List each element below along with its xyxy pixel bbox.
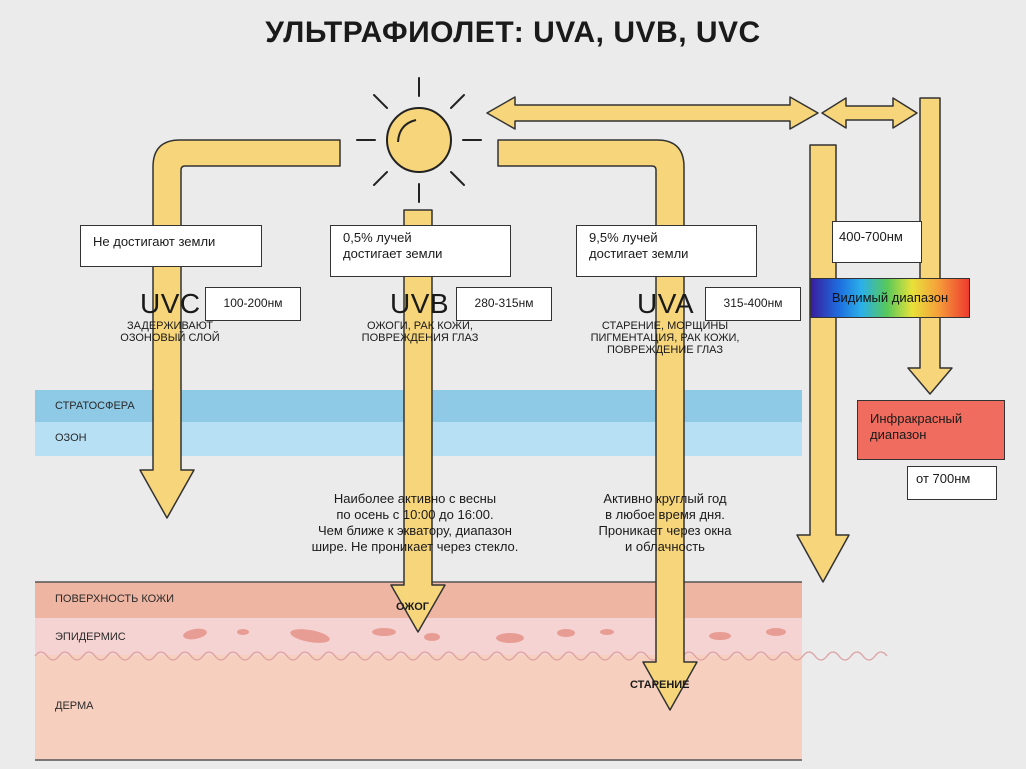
uvb-range: 280-315нм <box>474 296 534 310</box>
uvc-range-box: 100-200нм <box>205 287 301 321</box>
uvc-effect-line2: ОЗОНОВЫЙ СЛОЙ <box>120 332 220 344</box>
uva-note-line3: Проникает через окна <box>598 523 732 538</box>
uva-arrow <box>497 139 698 711</box>
infrared-box: Инфракрасный диапазон <box>857 400 1005 460</box>
uvb-range-box: 280-315нм <box>456 287 552 321</box>
skin-surface-label: ПОВЕРХНОСТЬ КОЖИ <box>55 593 175 605</box>
infrared-range: от 700нм <box>916 471 971 486</box>
top-double-arrow-infrared <box>821 97 918 129</box>
stratosphere-label: СТРАТОСФЕРА <box>55 400 135 412</box>
uva-note-line2: в любое время дня. <box>605 507 725 522</box>
uvc-reach-text: Не достигают земли <box>93 234 216 249</box>
uva-effect-line1: СТАРЕНИЕ, МОРЩИНЫ <box>601 320 729 332</box>
uvb-reach-line1: 0,5% лучей <box>343 230 412 245</box>
page-title: УЛЬТРАФИОЛЕТ: UVA, UVB, UVC <box>265 16 761 49</box>
uvb-note: Наиболее активно с весны по осень с 10:0… <box>285 491 545 555</box>
epidermis-wave <box>34 651 888 661</box>
uvb-effect-line2: ПОВРЕЖДЕНИЯ ГЛАЗ <box>361 332 479 344</box>
infrared-range-box: от 700нм <box>907 466 997 500</box>
uva-note-line1: Активно круглый год <box>603 491 727 506</box>
epidermis-cells <box>183 628 786 643</box>
uva-reach-line1: 9,5% лучей <box>589 230 658 245</box>
visible-range: 400-700нм <box>839 229 903 244</box>
uvb-effect-line1: ОЖОГИ, РАК КОЖИ, <box>367 320 473 332</box>
uvc-arrow <box>139 139 341 519</box>
visible-range-box: 400-700нм <box>832 221 922 263</box>
uvb-name: UVB <box>390 288 450 319</box>
uva-skin-tag: СТАРЕНИЕ <box>630 679 690 691</box>
uva-name: UVA <box>637 288 694 319</box>
uvc-effect-line1: ЗАДЕРЖИВАЮТ <box>127 320 213 332</box>
uva-note: Активно круглый год в любое время дня. П… <box>565 491 765 555</box>
infrared-label-line1: Инфракрасный <box>870 411 963 426</box>
infrared-label-line2: диапазон <box>870 427 927 442</box>
visible-spectrum-box: Видимый диапазон <box>810 278 970 318</box>
uvb-reach-line2: достигает земли <box>343 246 443 261</box>
uva-range: 315-400нм <box>723 296 783 310</box>
uva-effect: СТАРЕНИЕ, МОРЩИНЫ ПИГМЕНТАЦИЯ, РАК КОЖИ,… <box>580 320 750 356</box>
uvb-reach-box: 0,5% лучей достигает земли <box>330 225 511 277</box>
uva-reach-box: 9,5% лучей достигает земли <box>576 225 757 277</box>
visible-arrow <box>796 144 850 583</box>
uvc-reach-box: Не достигают земли <box>80 225 262 267</box>
uvc-name: UVC <box>140 288 201 319</box>
uvb-skin-tag: ОЖОГ <box>396 601 429 613</box>
uva-note-line4: и облачность <box>625 539 705 554</box>
uvc-effect: ЗАДЕРЖИВАЮТ ОЗОНОВЫЙ СЛОЙ <box>95 320 245 344</box>
uvb-effect: ОЖОГИ, РАК КОЖИ, ПОВРЕЖДЕНИЯ ГЛАЗ <box>345 320 495 344</box>
uva-reach-line2: достигает земли <box>589 246 689 261</box>
uva-range-box: 315-400нм <box>705 287 801 321</box>
epidermis-label: ЭПИДЕРМИС <box>55 631 126 643</box>
sun-icon <box>356 77 482 203</box>
ozone-label: ОЗОН <box>55 432 87 444</box>
uva-effect-line2: ПИГМЕНТАЦИЯ, РАК КОЖИ, <box>590 332 740 344</box>
visible-label: Видимый диапазон <box>831 290 949 305</box>
uvc-range: 100-200нм <box>223 296 283 310</box>
top-double-arrow-visible <box>486 96 819 130</box>
uvb-note-line2: по осень с 10:00 до 16:00. <box>336 507 494 522</box>
infrared-arrow <box>907 97 953 395</box>
uvb-note-line4: шире. Не проникает через стекло. <box>311 539 519 554</box>
dermis-label: ДЕРМА <box>55 700 94 712</box>
uva-effect-line3: ПОВРЕЖДЕНИЕ ГЛАЗ <box>606 344 724 356</box>
uvb-note-line1: Наиболее активно с весны <box>333 491 497 506</box>
uvb-note-line3: Чем ближе к экватору, диапазон <box>318 523 512 538</box>
